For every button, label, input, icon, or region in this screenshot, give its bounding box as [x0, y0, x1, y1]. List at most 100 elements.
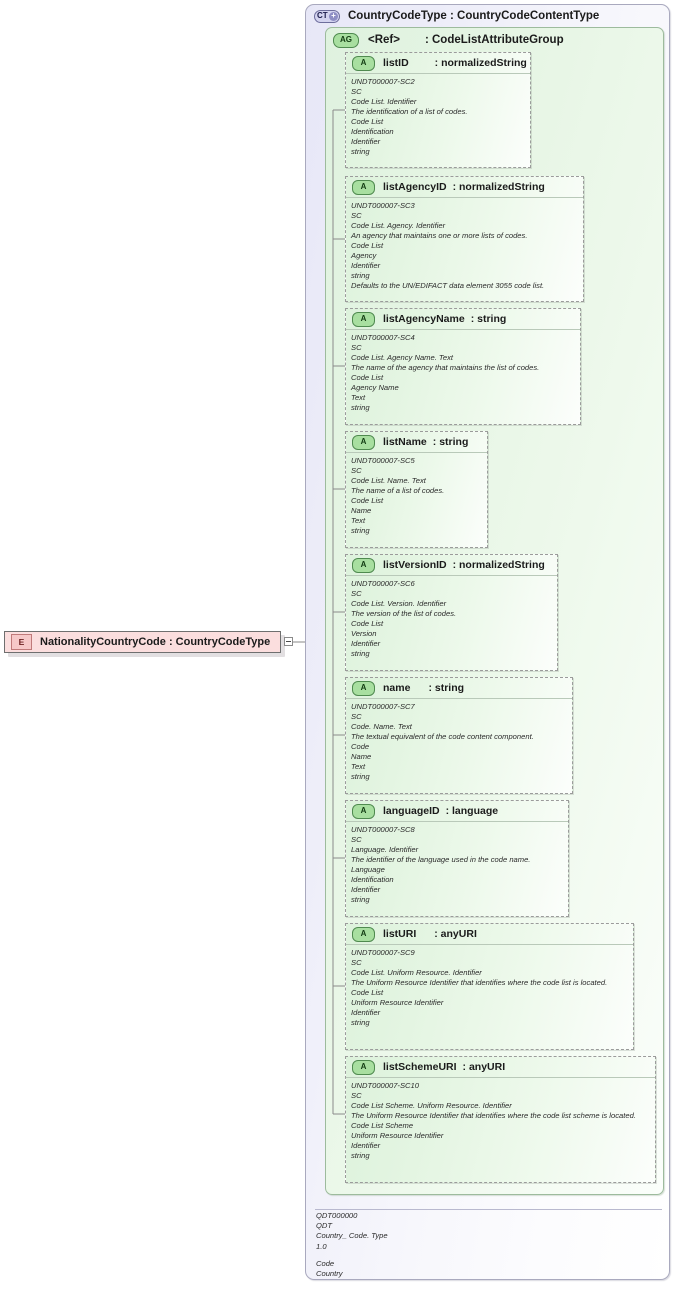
attribute-icon-label: A	[360, 683, 367, 692]
detail-line: Language	[351, 865, 385, 874]
detail-line: string	[351, 271, 370, 280]
attribute-header: A languageID : language	[346, 801, 568, 822]
footer-line: QDT000000	[316, 1211, 358, 1220]
attribute-icon-label: A	[360, 437, 367, 446]
attribute-details: UNDT000007-SC3 SC Code List. Agency. Ide…	[346, 198, 583, 294]
detail-line: string	[351, 895, 370, 904]
detail-line: Code List	[351, 496, 384, 505]
detail-line: SC	[351, 211, 362, 220]
detail-line: Code List. Version. Identifier	[351, 599, 447, 608]
collapse-toggle-icon[interactable]	[284, 637, 293, 646]
detail-line: Code List. Name. Text	[351, 476, 426, 485]
attribute-type: : anyURI	[434, 928, 477, 940]
detail-line: Identification	[351, 127, 394, 136]
detail-line: The textual equivalent of the code conte…	[351, 732, 534, 741]
attribute-box-listSchemeURI[interactable]: A listSchemeURI : anyURI UNDT000007-SC10…	[345, 1056, 656, 1183]
attribute-box-listAgencyID[interactable]: A listAgencyID : normalizedString UNDT00…	[345, 176, 584, 302]
attribute-icon[interactable]: A	[352, 803, 375, 819]
footer-line: Country	[316, 1269, 343, 1279]
detail-line: string	[351, 1151, 370, 1160]
detail-line: string	[351, 403, 370, 412]
attribute-name: listAgencyID	[383, 181, 447, 193]
attribute-header: A listName : string	[346, 432, 487, 453]
detail-line: Code List. Agency. Identifier	[351, 221, 446, 230]
attribute-box-listAgencyName[interactable]: A listAgencyName : string UNDT000007-SC4…	[345, 308, 581, 425]
attribute-icon[interactable]: A	[352, 1059, 375, 1075]
detail-line: Code	[351, 742, 370, 751]
attribute-box-listName[interactable]: A listName : string UNDT000007-SC5 SC Co…	[345, 431, 488, 548]
attribute-icon-label: A	[360, 560, 367, 569]
attribute-icon[interactable]: A	[352, 557, 375, 573]
footer-line: QDT	[316, 1221, 333, 1231]
detail-line: string	[351, 147, 370, 156]
complextype-footer: QDT000000 QDT Country_ Code. Type 1.0 Co…	[316, 1211, 666, 1279]
detail-line: Identification	[351, 875, 394, 884]
detail-line: UNDT000007-SC6	[351, 579, 415, 588]
complextype-icon[interactable]: CT +	[314, 9, 340, 23]
detail-line: SC	[351, 835, 362, 844]
attribute-icon[interactable]: A	[352, 311, 375, 327]
element-box[interactable]: E NationalityCountryCode : CountryCodeTy…	[4, 631, 281, 653]
attribute-name: listSchemeURI	[383, 1061, 457, 1073]
attribute-icon[interactable]: A	[352, 926, 375, 942]
detail-line: The name of a list of codes.	[351, 486, 445, 495]
detail-line: UNDT000007-SC2	[351, 77, 415, 86]
attribute-box-name[interactable]: A name : string UNDT000007-SC7 SC Code. …	[345, 677, 573, 794]
detail-line: The name of the agency that maintains th…	[351, 363, 540, 372]
attribute-icon[interactable]: A	[352, 179, 375, 195]
detail-line: SC	[351, 87, 362, 96]
detail-line: Code List. Agency Name. Text	[351, 353, 454, 362]
footer-line: Code	[316, 1258, 335, 1268]
attribute-type: : language	[445, 805, 499, 817]
attribute-icon-label: A	[360, 182, 367, 191]
detail-line: string	[351, 772, 370, 781]
detail-line: The Uniform Resource Identifier that ide…	[351, 1111, 636, 1120]
attributegroup-icon[interactable]: AG	[333, 32, 359, 48]
detail-line: Defaults to the UN/EDIFACT data element …	[351, 281, 545, 290]
attribute-name: listURI	[383, 928, 417, 940]
detail-line: SC	[351, 343, 362, 352]
attribute-icon[interactable]: A	[352, 680, 375, 696]
element-icon[interactable]: E	[11, 634, 32, 650]
element-label: NationalityCountryCode : CountryCodeType	[40, 636, 271, 648]
detail-line: Uniform Resource Identifier	[351, 998, 444, 1007]
attribute-details: UNDT000007-SC10 SC Code List Scheme. Uni…	[346, 1078, 655, 1164]
detail-line: Code List	[351, 988, 384, 997]
detail-line: Agency	[351, 251, 377, 260]
expand-plus-icon[interactable]: +	[329, 11, 338, 21]
attribute-box-languageID[interactable]: A languageID : language UNDT000007-SC8 S…	[345, 800, 569, 917]
detail-line: Code List. Uniform Resource. Identifier	[351, 968, 482, 977]
attribute-icon-label: A	[360, 314, 367, 323]
detail-line: Code List Scheme	[351, 1121, 414, 1130]
attribute-type: : normalizedString	[434, 57, 527, 69]
attribute-box-listID[interactable]: A listID : normalizedString UNDT000007-S…	[345, 52, 531, 168]
attribute-type: : normalizedString	[452, 181, 545, 193]
attribute-details: UNDT000007-SC2 SC Code List. Identifier …	[346, 74, 530, 160]
detail-line: UNDT000007-SC10	[351, 1081, 419, 1090]
attribute-box-listURI[interactable]: A listURI : anyURI UNDT000007-SC9 SC Cod…	[345, 923, 634, 1050]
attribute-icon[interactable]: A	[352, 55, 375, 71]
detail-line: Code List Scheme. Uniform Resource. Iden…	[351, 1101, 512, 1110]
detail-line: string	[351, 1018, 370, 1027]
detail-line: Name	[351, 506, 372, 515]
detail-line: Name	[351, 752, 372, 761]
detail-line: The identification of a list of codes.	[351, 107, 468, 116]
attributegroup-type-label: : CodeListAttributeGroup	[424, 34, 564, 46]
attribute-icon-label: A	[360, 58, 367, 67]
attribute-type: : anyURI	[462, 1061, 506, 1073]
attribute-header: A listAgencyID : normalizedString	[346, 177, 583, 198]
attribute-box-listVersionID[interactable]: A listVersionID : normalizedString UNDT0…	[345, 554, 558, 671]
attribute-icon-label: A	[360, 1062, 367, 1071]
detail-line: Uniform Resource Identifier	[351, 1131, 444, 1140]
complextype-header: CT + CountryCodeType : CountryCodeConten…	[306, 5, 669, 27]
element-icon-label: E	[18, 637, 25, 647]
detail-line: Identifier	[351, 261, 381, 270]
attribute-icon[interactable]: A	[352, 434, 375, 450]
detail-line: Language. Identifier	[351, 845, 419, 854]
attribute-name: name	[383, 682, 411, 694]
attribute-details: UNDT000007-SC4 SC Code List. Agency Name…	[346, 330, 580, 416]
detail-line: UNDT000007-SC4	[351, 333, 415, 342]
attribute-name: listName	[383, 436, 427, 448]
attribute-name: listID	[383, 57, 409, 69]
footer-line: 1.0	[316, 1241, 327, 1251]
